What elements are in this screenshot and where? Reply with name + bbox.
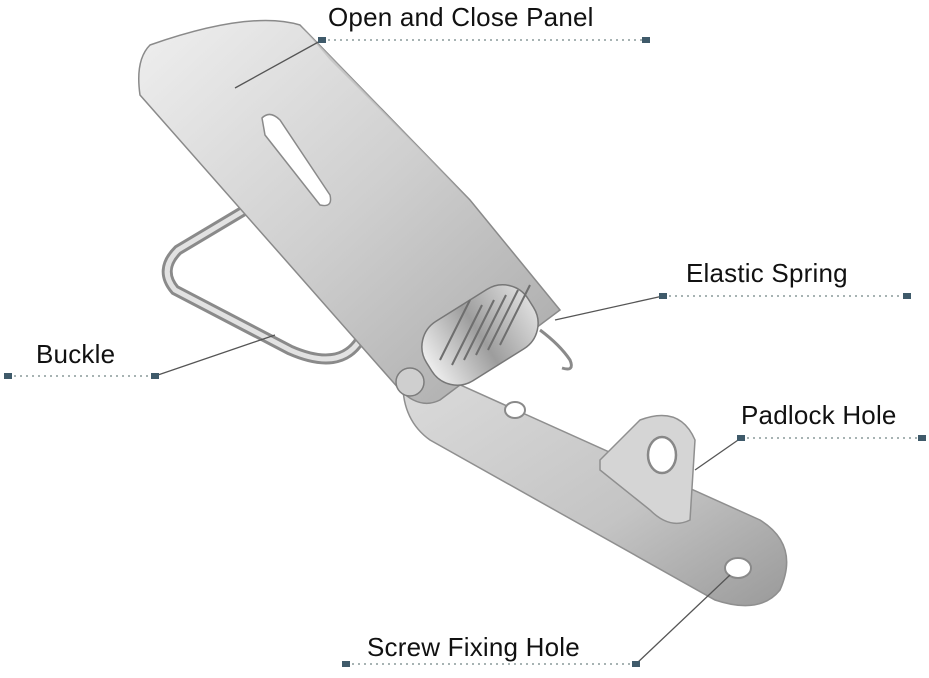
label-buckle: Buckle (36, 339, 116, 369)
spring-graphic (395, 284, 573, 397)
leader-padlock-hole (694, 437, 742, 471)
base-hole-graphic (504, 401, 526, 419)
leader-elastic-spring (554, 295, 664, 321)
leader-buckle (154, 334, 276, 377)
padlock-tab-graphic (599, 414, 696, 525)
screw-hole-graphic (724, 557, 752, 579)
dotted-rails (8, 39, 922, 665)
leader-open-close-panel (234, 39, 323, 89)
leader-lines (154, 39, 742, 665)
label-open-close-panel: Open and Close Panel (328, 2, 594, 32)
leader-screw-fixing-hole (635, 574, 731, 665)
label-padlock-hole: Padlock Hole (741, 400, 897, 430)
rail-markers (4, 37, 926, 667)
buckle-graphic (161, 204, 366, 365)
base-plate (402, 358, 788, 607)
label-screw-fixing-hole: Screw Fixing Hole (367, 632, 580, 662)
label-elastic-spring: Elastic Spring (686, 258, 848, 288)
panel-graphic (138, 19, 562, 405)
